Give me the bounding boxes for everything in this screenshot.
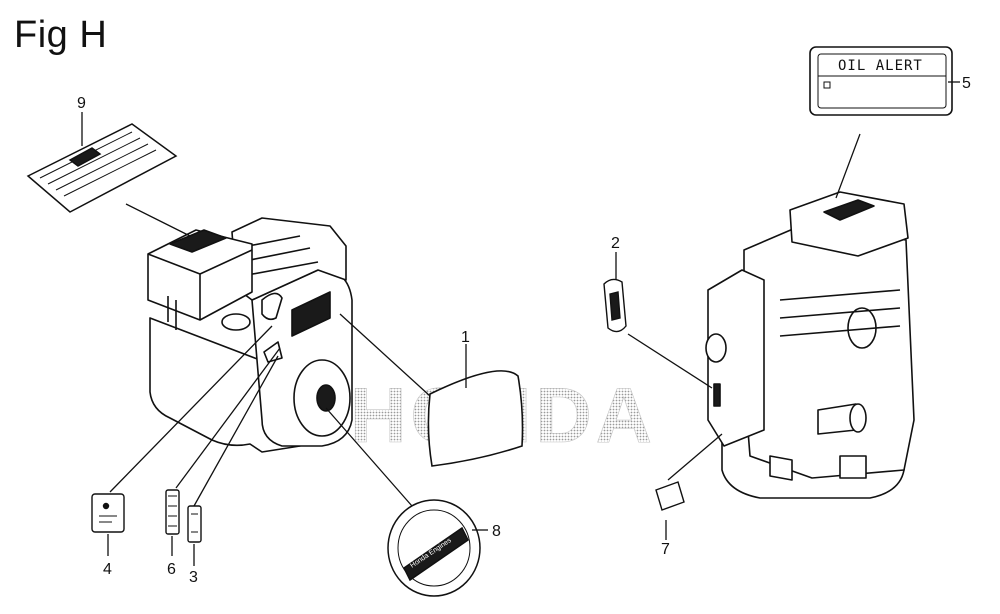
callout-5: 5 (962, 75, 971, 92)
part-3-strip-label (187, 505, 202, 543)
callout-6: 6 (167, 561, 176, 578)
part-1-shroud-decal (427, 370, 524, 467)
callout-7: 7 (661, 541, 670, 558)
part-4-small-plate (91, 493, 125, 533)
callout-numbers: 9 5 2 1 8 7 4 6 3 (77, 75, 971, 586)
callout-4: 4 (103, 561, 112, 578)
part-7-square-label (655, 481, 685, 511)
callout-3: 3 (189, 569, 198, 586)
callout-1: 1 (461, 329, 470, 346)
callout-2: 2 (611, 235, 620, 252)
part-2-tag-label (603, 278, 627, 333)
part-5-oil-alert-label: OIL ALERT (809, 46, 953, 116)
part-8-round-emblem: Honda Engines (387, 499, 481, 597)
callout-8: 8 (492, 523, 501, 540)
engine-left (147, 217, 353, 453)
part-6-strip-label (165, 489, 180, 535)
callout-9: 9 (77, 95, 86, 112)
leader-lines (81, 81, 960, 566)
figure-title: Fig H (14, 14, 108, 56)
oil-alert-text: OIL ALERT (838, 58, 923, 74)
engine-right (705, 191, 915, 499)
part-9-label-sheet (26, 123, 178, 213)
